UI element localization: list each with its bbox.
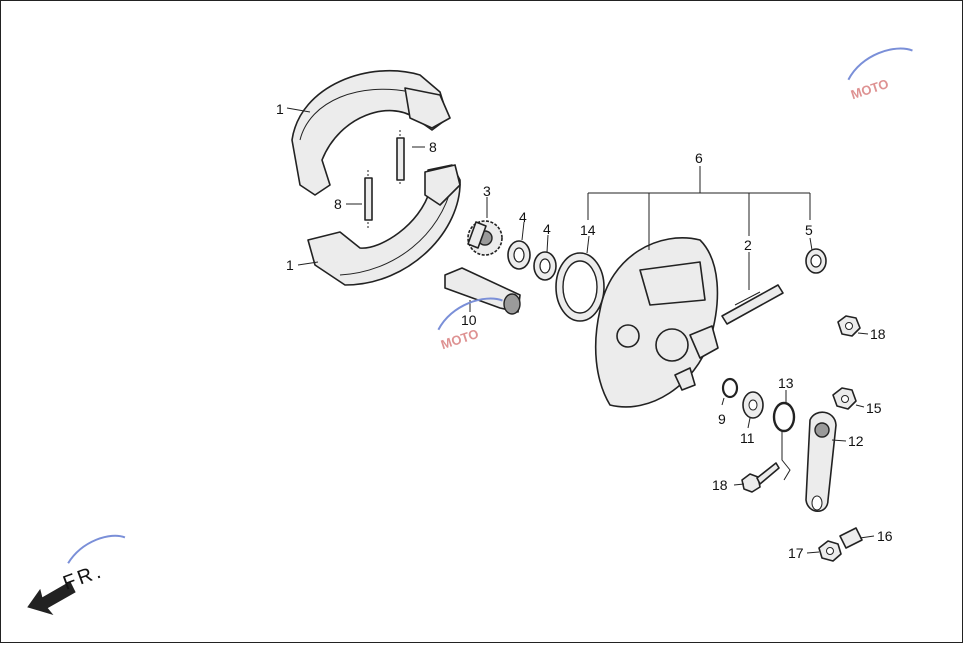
nut-upper <box>837 315 861 337</box>
nut-middle <box>832 387 857 410</box>
wear-indicator-gear <box>467 220 503 256</box>
arrow-down-left-icon <box>27 581 76 615</box>
brake-shoe-upper <box>291 69 451 196</box>
callout-16: 16 <box>877 528 893 544</box>
brake-camshaft <box>444 267 521 315</box>
callout-12: 12 <box>848 433 864 449</box>
watermark-top-right: MOTO <box>847 47 913 102</box>
washer-a <box>507 240 531 270</box>
brake-arm <box>805 411 837 513</box>
watermark-text: MOTO <box>439 326 481 352</box>
brake-shoe-lower <box>307 164 461 286</box>
callout-10: 10 <box>461 312 477 328</box>
callout-3: 3 <box>483 183 491 199</box>
callout-4: 4 <box>543 221 551 237</box>
callout-4: 4 <box>519 209 527 225</box>
callout-2: 2 <box>744 237 752 253</box>
callout-13: 13 <box>778 375 794 391</box>
callout-8: 8 <box>429 139 437 155</box>
o-ring <box>721 377 739 399</box>
callout-15: 15 <box>866 400 882 416</box>
spring-upper <box>396 130 405 185</box>
adjusting-nut <box>818 540 842 562</box>
callout-18: 18 <box>870 326 886 342</box>
callout-8: 8 <box>334 196 342 212</box>
callout-1: 1 <box>276 101 284 117</box>
indicator-plate <box>742 391 764 419</box>
watermark-bottom-left <box>67 534 126 564</box>
callout-14: 14 <box>580 222 596 238</box>
callout-labels: 1 1 8 8 3 4 4 14 6 2 5 10 18 9 11 13 15 … <box>276 101 893 561</box>
callout-18: 18 <box>712 477 728 493</box>
callout-6: 6 <box>695 150 703 166</box>
callout-17: 17 <box>788 545 804 561</box>
callout-11: 11 <box>740 430 755 446</box>
front-direction-indicator: FR. <box>27 560 106 615</box>
bolt <box>741 462 780 493</box>
spring-lower <box>364 170 373 228</box>
brake-panel <box>594 237 719 408</box>
leader-lines <box>286 107 875 554</box>
watermark-text: MOTO <box>849 76 891 102</box>
callout-9: 9 <box>718 411 726 427</box>
washer-b <box>533 251 557 281</box>
dust-seal <box>555 252 605 322</box>
joint-pin <box>839 527 863 549</box>
front-label: FR. <box>60 560 106 595</box>
oil-seal-small <box>805 248 827 274</box>
return-spring <box>772 401 796 481</box>
callout-5: 5 <box>805 222 813 238</box>
speedometer-shaft <box>721 284 784 325</box>
callout-1: 1 <box>286 257 294 273</box>
